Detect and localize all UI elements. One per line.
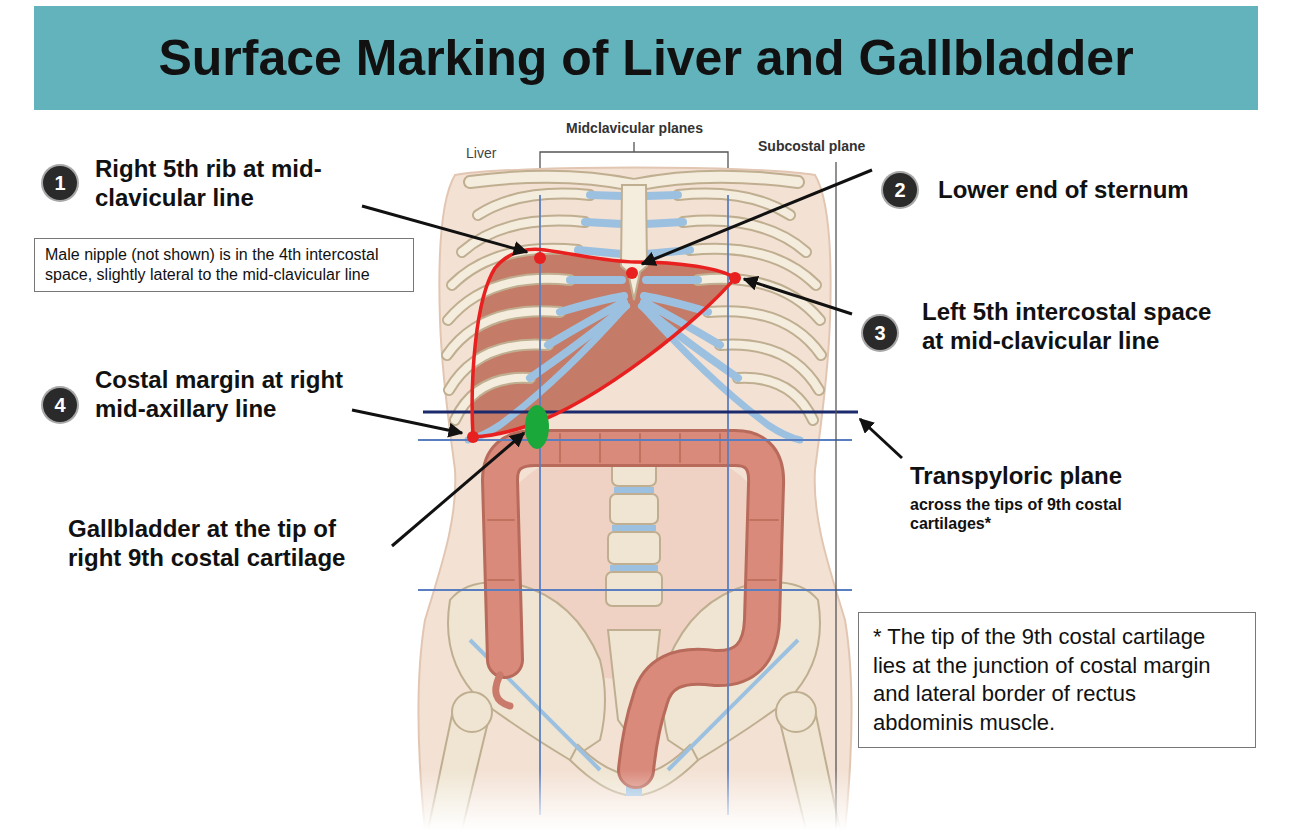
intertubercular-plane — [418, 589, 852, 591]
leader-arrow — [860, 419, 902, 458]
plane-label: Midclavicular planes — [566, 120, 703, 137]
callout-number-text: 3 — [874, 322, 885, 345]
vertical-plane — [835, 162, 836, 830]
clavicle — [470, 177, 798, 185]
bracket — [540, 142, 728, 168]
callout-number-text: 1 — [54, 172, 65, 195]
body-silhouette — [419, 168, 852, 830]
disc — [612, 525, 656, 531]
disc — [610, 565, 658, 571]
ribcage — [447, 177, 821, 440]
organ-label: Liver — [466, 145, 496, 162]
vertebra — [608, 532, 660, 564]
disc — [614, 487, 654, 493]
note-box: Male nipple (not shown) is in the 4th in… — [34, 238, 414, 292]
landmark-label: Lower end of sternum — [938, 176, 1268, 205]
leader-arrow — [352, 410, 462, 433]
leader-arrow — [642, 170, 872, 264]
colon-haustra — [488, 434, 778, 580]
gallbladder — [525, 405, 549, 449]
costal-margin — [468, 306, 800, 440]
landmark-label: Costal margin at right mid-axillary line — [95, 366, 385, 424]
subcostal-plane — [418, 439, 852, 441]
leader-arrows — [352, 170, 902, 546]
title-band: Surface Marking of Liver and Gallbladder — [34, 6, 1258, 110]
landmark-dot — [467, 431, 479, 443]
appendix — [496, 675, 510, 706]
callout-number-text: 2 — [894, 179, 905, 202]
landmark-label: Right 5th rib at mid-clavicular line — [95, 155, 395, 213]
plane-note: across the tips of 9th costal cartilages… — [910, 495, 1190, 533]
note-text: * The tip of the 9th costal cartilage li… — [873, 623, 1241, 737]
planes — [418, 142, 858, 830]
plane-label: Subcostal plane — [758, 138, 865, 155]
callout-number: 2 — [883, 173, 917, 207]
leader-arrow — [744, 279, 852, 314]
note-text: Male nipple (not shown) is in the 4th in… — [45, 245, 403, 285]
callout-number: 1 — [43, 166, 77, 200]
vertebra — [610, 494, 658, 524]
transpyloric-plane — [423, 411, 858, 414]
callout-number: 4 — [43, 388, 77, 422]
note-box: * The tip of the 9th costal cartilage li… — [858, 612, 1256, 748]
bottom-fade — [400, 770, 900, 830]
vertebra — [606, 572, 662, 606]
leader-arrow — [392, 433, 524, 546]
landmark-dots — [467, 252, 741, 443]
colon — [488, 434, 778, 770]
femoral-head — [776, 692, 816, 732]
landmark-dot — [729, 272, 741, 284]
landmark-label: Left 5th intercostal space at mid-clavic… — [922, 298, 1222, 356]
landmark-dot — [626, 267, 638, 279]
lumbar-spine — [606, 458, 662, 606]
gallbladder-label: Gallbladder at the tip of right 9th cost… — [68, 515, 368, 573]
femoral-head — [452, 692, 492, 732]
midclavicular-plane — [540, 195, 728, 815]
liver-outline — [472, 249, 735, 437]
landmark-dot — [534, 252, 546, 264]
sternum — [621, 185, 647, 300]
plane-label: Transpyloric plane — [910, 462, 1240, 491]
callout-number: 3 — [863, 316, 897, 350]
clavicle — [470, 177, 798, 185]
title-text: Surface Marking of Liver and Gallbladder — [158, 29, 1133, 87]
callout-number-text: 4 — [54, 394, 65, 417]
body-outline — [419, 168, 852, 830]
